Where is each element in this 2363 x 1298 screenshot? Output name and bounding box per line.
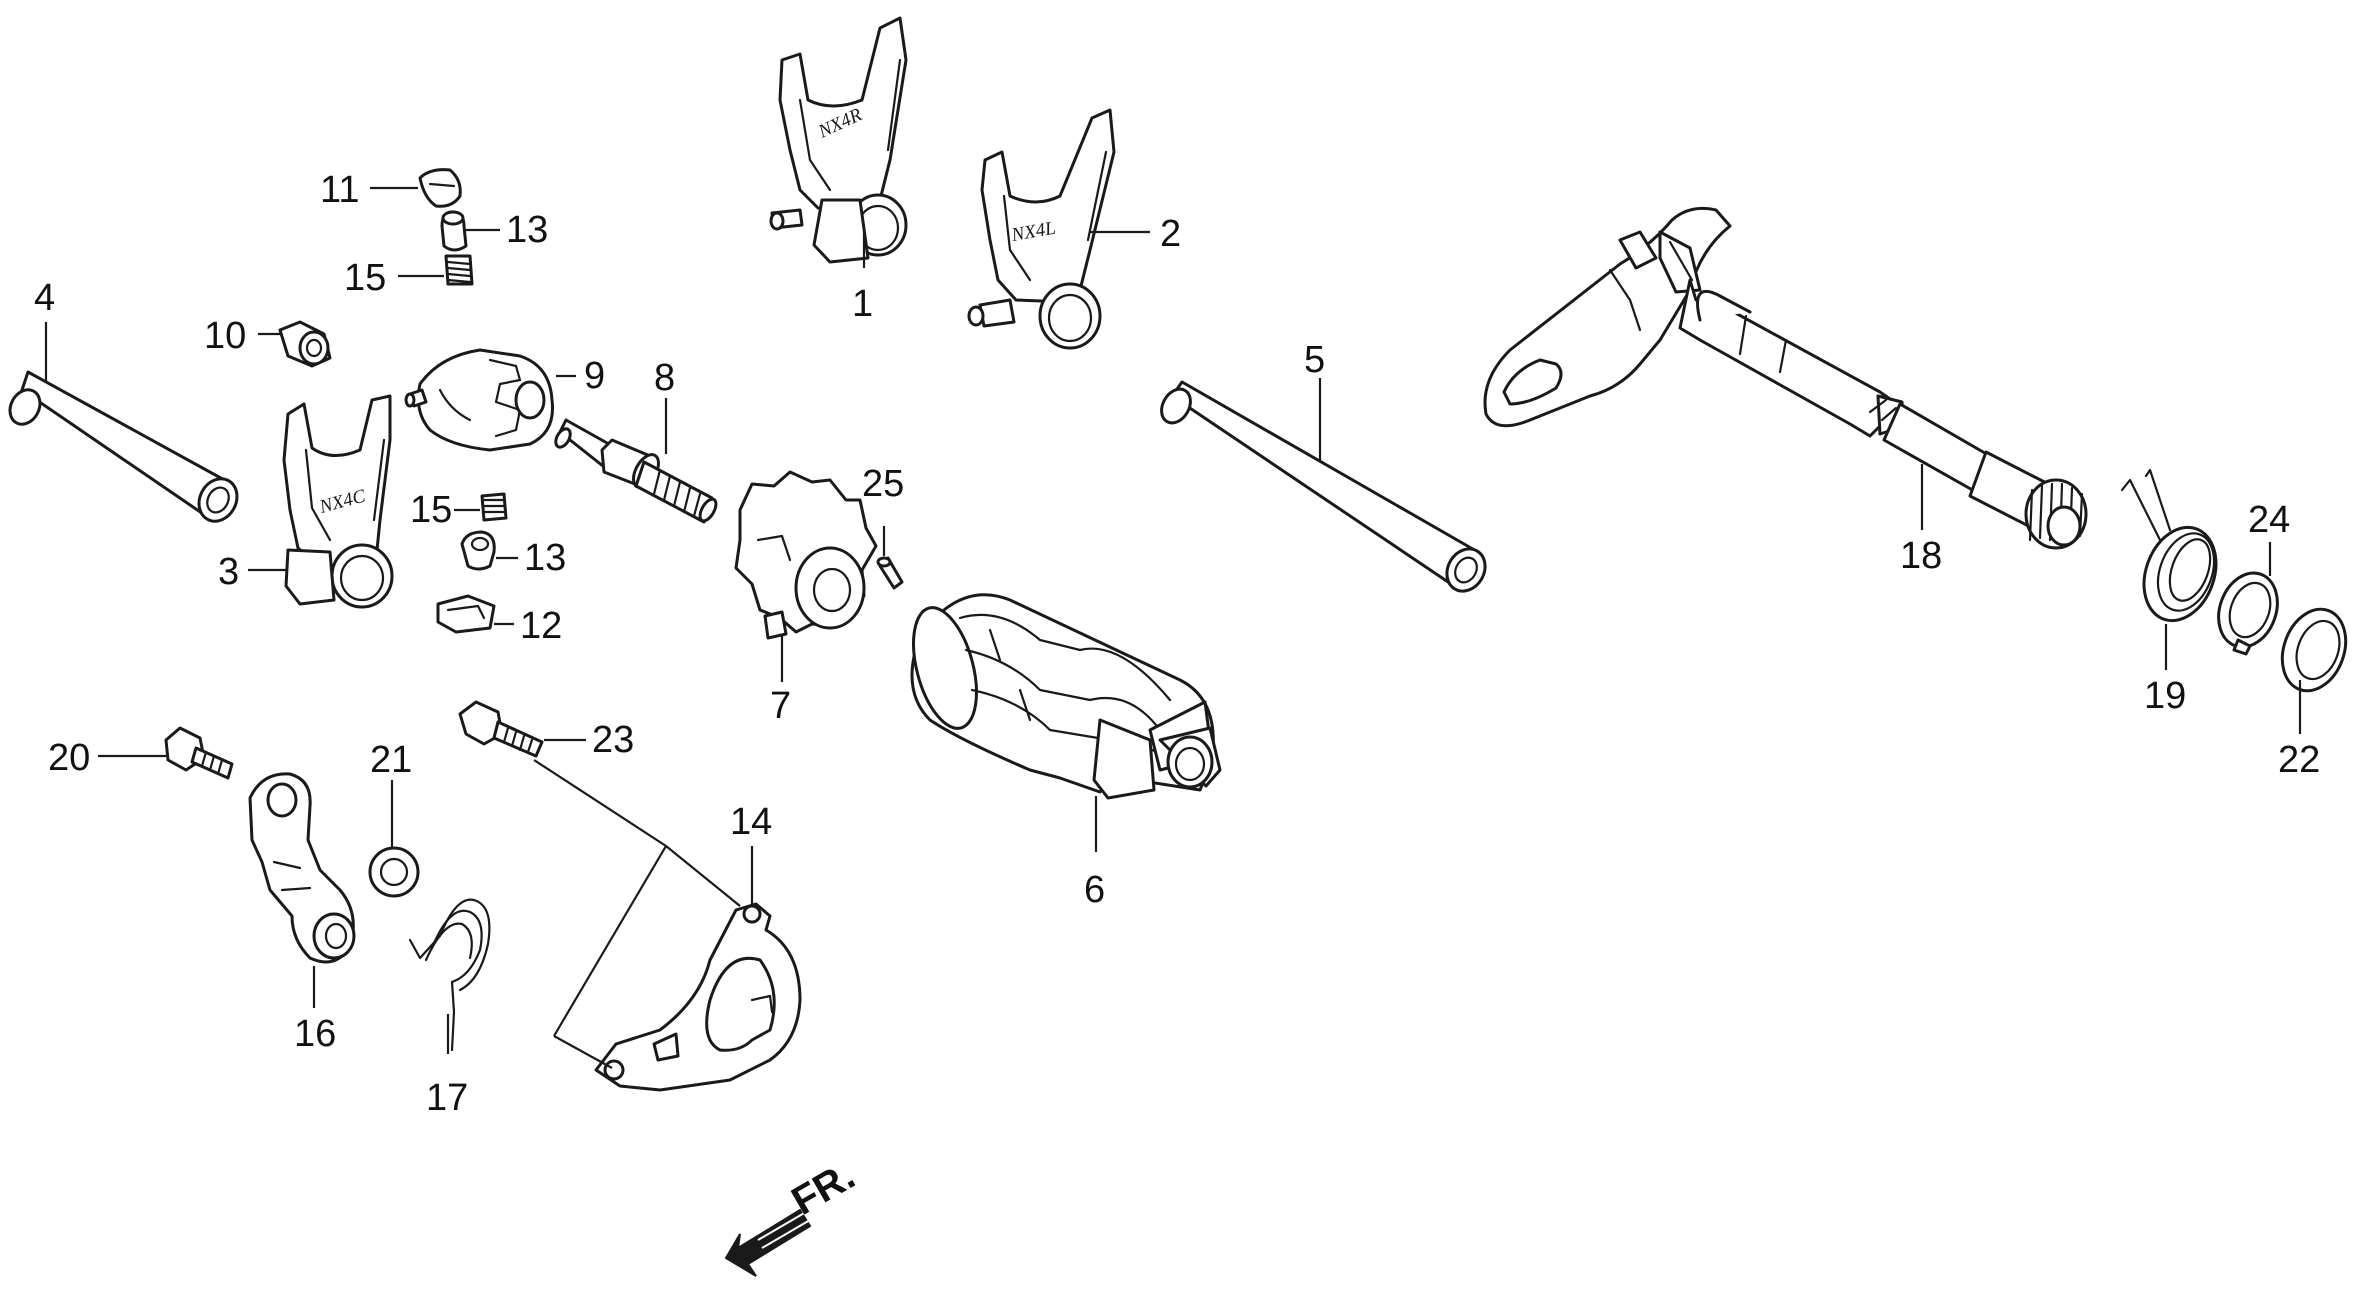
callout-6: 6: [1084, 869, 1105, 911]
bolt-23: [458, 700, 544, 758]
shift-fork-1: NX4R: [769, 16, 908, 264]
return-spring-19: [2120, 468, 2218, 623]
shift-drum-6: [910, 593, 1222, 800]
callout-15-upper: 15: [344, 257, 386, 299]
callout-3: 3: [218, 551, 239, 593]
callout-9: 9: [584, 355, 605, 397]
callout-13-upper: 13: [506, 209, 548, 251]
washer-21: [368, 846, 420, 898]
callout-labels: 1 2 3 4 5 6 7 8 9 10 11 12 13 13 15 15 1…: [34, 169, 2320, 1119]
stopper-arm-16: [248, 772, 356, 964]
callout-2: 2: [1160, 213, 1181, 255]
stopper-cap-11: [418, 168, 462, 208]
plunger-13-lower: [460, 530, 496, 571]
callout-18: 18: [1900, 535, 1942, 577]
circlip-24: [2217, 571, 2279, 656]
shift-fork-3: NX4C: [282, 394, 394, 609]
collar-10: [278, 320, 332, 368]
callout-24: 24: [2248, 499, 2290, 541]
callout-21: 21: [370, 739, 412, 781]
front-direction-indicator: FR.: [724, 1153, 862, 1277]
callout-4: 4: [34, 277, 55, 319]
callout-15-lower: 15: [410, 489, 452, 531]
shift-fork-2: NX4L: [967, 108, 1116, 350]
plunger-13-upper: [440, 210, 468, 252]
callout-22: 22: [2278, 739, 2320, 781]
callout-17: 17: [426, 1077, 468, 1119]
pin-bolt-8: [554, 418, 718, 524]
callout-19: 19: [2144, 675, 2186, 717]
drum-center-7: [734, 470, 878, 640]
callout-1: 1: [852, 283, 873, 325]
callout-13-lower: 13: [524, 537, 566, 579]
bolt-20: [164, 726, 234, 780]
callout-20: 20: [48, 737, 90, 779]
callout-16: 16: [294, 1013, 336, 1055]
guide-plate-14: [594, 902, 802, 1092]
callout-5: 5: [1304, 339, 1325, 381]
front-arrow-icon: [724, 1208, 813, 1277]
callout-7: 7: [770, 685, 791, 727]
stopper-12: [436, 594, 496, 634]
callout-11: 11: [320, 169, 359, 211]
stopper-spring-17: [408, 898, 491, 1052]
fork-shaft-5: [1160, 380, 1487, 593]
spring-15-upper: [444, 254, 474, 286]
callout-12: 12: [520, 605, 562, 647]
callout-14: 14: [730, 801, 772, 843]
callout-25: 25: [862, 463, 904, 505]
callout-8: 8: [654, 357, 675, 399]
spring-15-lower: [480, 492, 508, 522]
leader-lines: [44, 186, 2302, 1069]
washer-22: [2280, 607, 2348, 693]
gearshift-spindle-18: [1483, 206, 2088, 550]
dowel-pin-25: [876, 556, 904, 590]
fork-shaft-4: [8, 370, 239, 523]
callout-10: 10: [204, 315, 246, 357]
callout-23: 23: [592, 719, 634, 761]
drum-cam-9: [404, 348, 555, 452]
